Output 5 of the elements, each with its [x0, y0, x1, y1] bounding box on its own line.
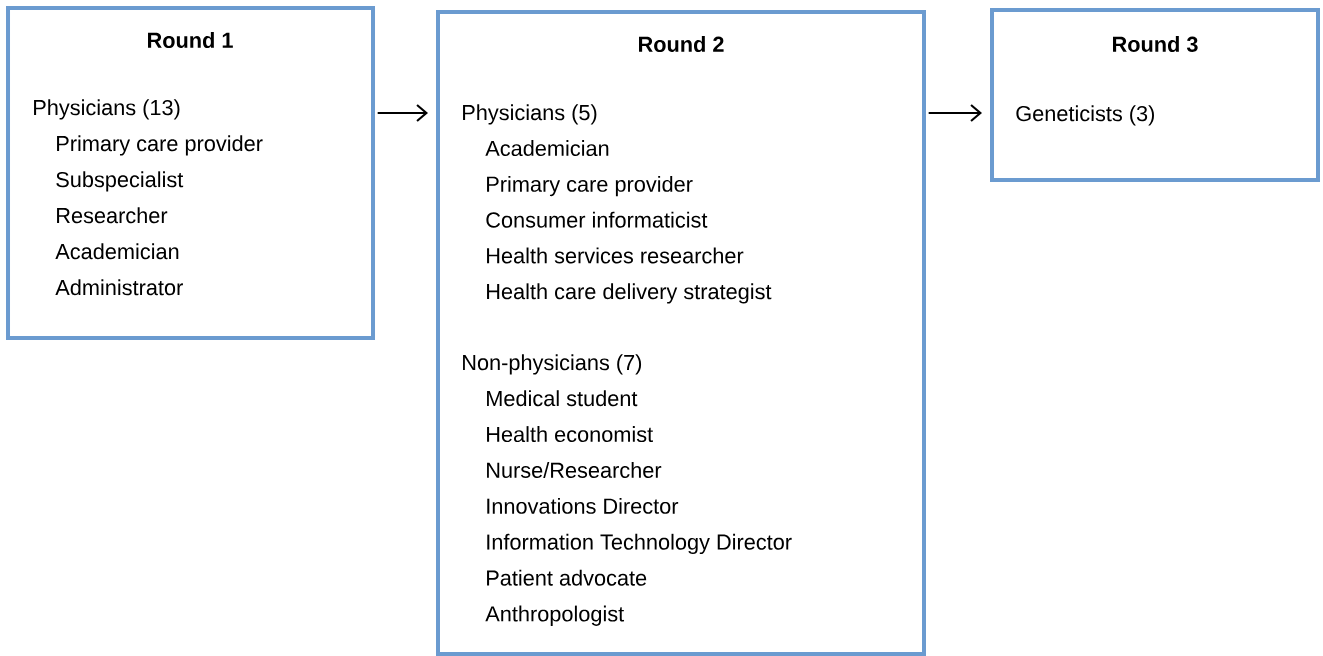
list-box: Round 1 Physicians (13) Primary care provider Subspecialist Researcher Academician Administrator [6, 6, 375, 340]
arrow [377, 104, 428, 122]
list-box: Round 2 Physicians (5) Academician Primary care provider Consumer informaticist Health services researcher Health care delivery strategist Non-physicians (7) Medical student Health economist Nurse/Researcher Innovations Director Information Technology Director Patient advocate Anthropologist [436, 10, 926, 656]
list-box: Round 3 Geneticists (3) [990, 8, 1320, 182]
arrow [928, 104, 982, 122]
